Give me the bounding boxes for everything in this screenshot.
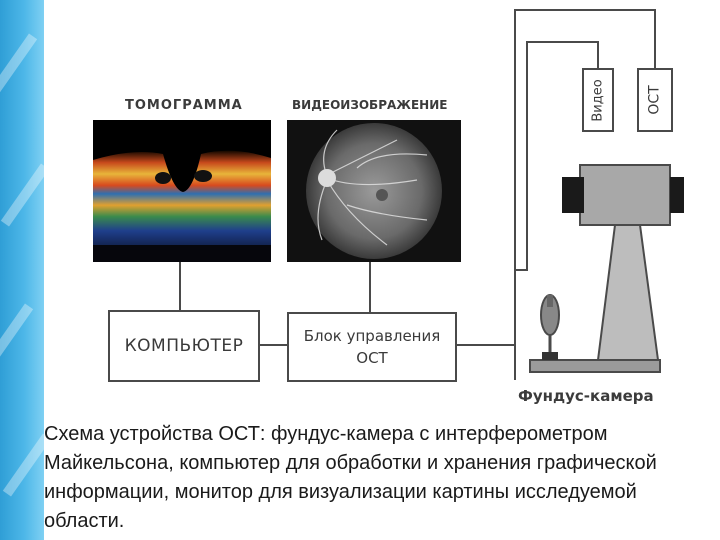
fundus-camera-illustration: [529, 164, 684, 373]
oct-box-label: ОСТ: [646, 85, 663, 115]
computer-label: КОМПЬЮТЕР: [124, 336, 244, 356]
control-unit-label-line1: Блок управления: [303, 327, 441, 345]
oct-control-unit-box: Блок управления ОСТ: [287, 312, 457, 382]
tomogram-image: [93, 120, 271, 262]
decorative-side-bar: [0, 0, 52, 540]
video-image-label: ВИДЕОИЗОБРАЖЕНИЕ: [292, 98, 448, 112]
control-unit-label-line2: ОСТ: [356, 349, 388, 367]
oct-output-box: ОСТ: [637, 68, 673, 132]
computer-box: КОМПЬЮТЕР: [108, 310, 260, 382]
figure-caption: Схема устройства ОСТ: фундус-камера с ин…: [44, 423, 657, 532]
video-output-box: Видео: [582, 68, 614, 132]
fundus-video-image: [287, 120, 461, 262]
fundus-camera-label: Фундус-камера: [518, 387, 654, 405]
tomogram-label: ТОМОГРАММА: [125, 98, 243, 113]
video-box-label: Видео: [590, 78, 606, 122]
